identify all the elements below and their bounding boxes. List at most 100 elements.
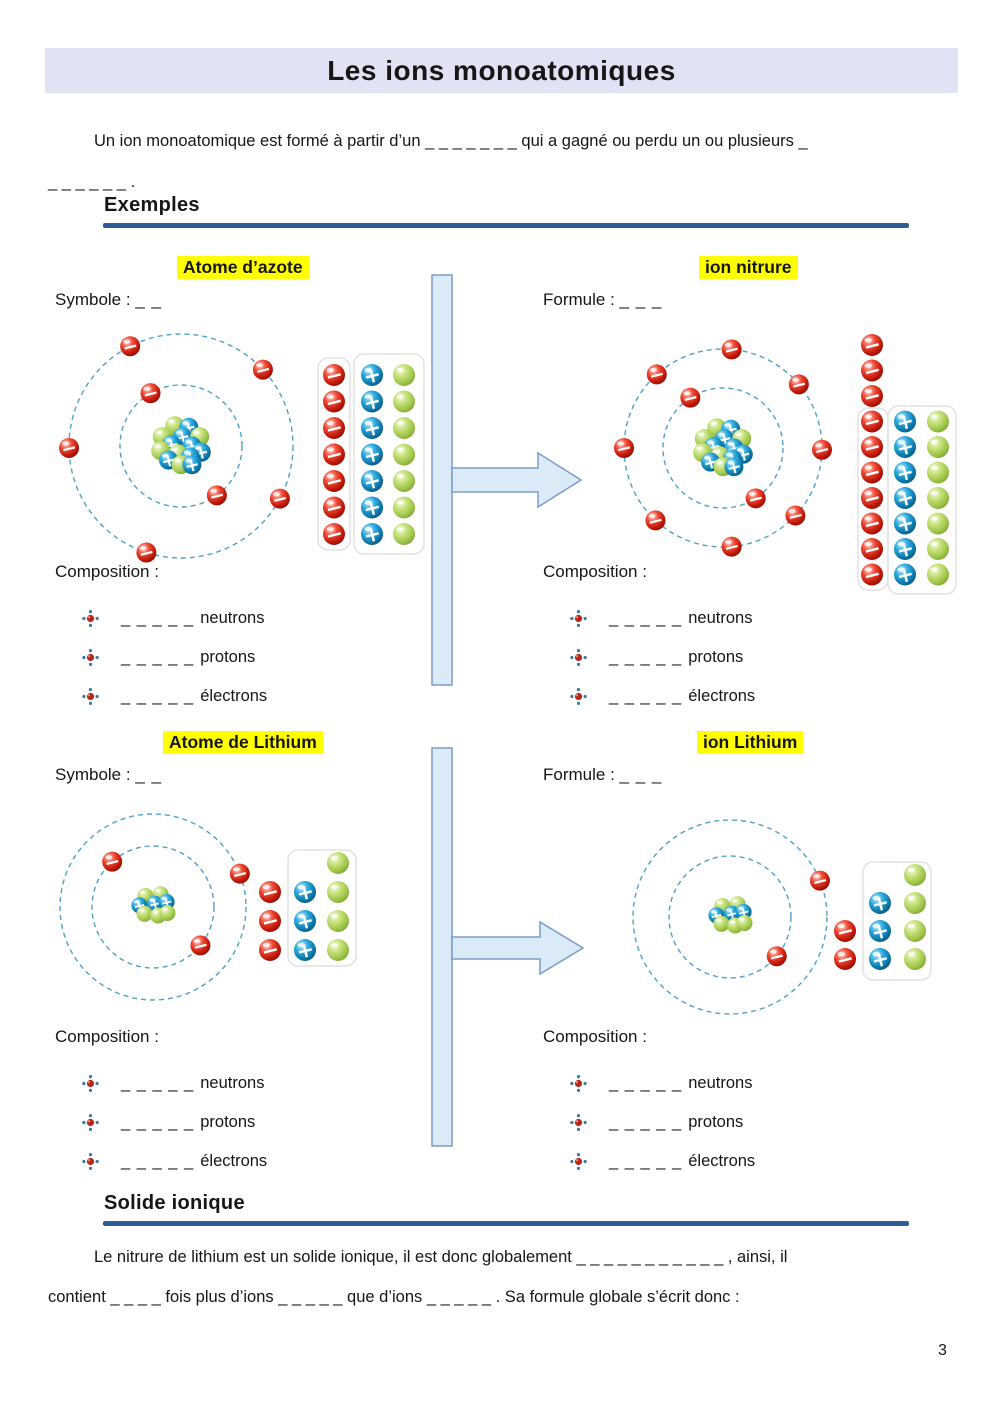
svg-text:−: − — [721, 338, 742, 363]
composition-particle-label: électrons — [200, 1152, 268, 1170]
svg-text:+: + — [894, 536, 917, 564]
neutron-ball — [927, 512, 949, 535]
exemples-heading: Exemples — [104, 194, 200, 216]
svg-text:−: − — [861, 510, 884, 538]
orbit — [59, 813, 247, 1001]
mini-atom-icon — [570, 1152, 587, 1171]
svg-text:−: − — [861, 561, 884, 589]
intro-line-1: Un ion monoatomique est formé à partir d… — [94, 132, 808, 150]
electron-ball: − — [721, 338, 742, 363]
svg-text:−: − — [834, 946, 857, 974]
mini-atom-icon — [570, 1113, 587, 1132]
solide-heading: Solide ionique — [104, 1192, 245, 1214]
svg-text:−: − — [861, 536, 884, 564]
svg-text:+: + — [361, 468, 384, 496]
svg-text:−: − — [323, 362, 346, 390]
neutron-ball — [136, 905, 153, 922]
diagram-atome-azote: ++++++++−−−−−−−−−−−−−−+++++++ — [40, 318, 440, 570]
svg-text:+: + — [361, 441, 384, 469]
electron-ball: − — [270, 487, 291, 512]
svg-text:+: + — [869, 946, 892, 974]
electron-ball: − — [861, 332, 884, 360]
neutron-ball — [327, 881, 349, 903]
mini-atom-icon — [82, 648, 99, 667]
svg-text:−: − — [721, 535, 742, 560]
svg-text:+: + — [361, 521, 384, 549]
composition-row-neutrons: _ _ _ _ _ neutrons — [82, 1064, 267, 1103]
svg-text:−: − — [785, 504, 806, 529]
composition-particle-label: électrons — [200, 687, 268, 705]
field-label: Symbole : — [55, 765, 131, 784]
electron-ball: − — [861, 459, 884, 487]
neutron-ball — [927, 436, 949, 458]
proton-ball: + — [724, 456, 744, 480]
svg-text:−: − — [323, 388, 346, 416]
electron-ball: − — [861, 561, 884, 589]
electron-ball: − — [230, 862, 251, 887]
mini-atom-icon — [570, 1074, 587, 1093]
svg-text:−: − — [253, 358, 274, 383]
orbit — [668, 855, 792, 979]
composition-blank: _ _ _ _ _ — [609, 1152, 683, 1170]
composition-particle-label: neutrons — [688, 609, 753, 627]
neutron-ball — [393, 470, 415, 492]
svg-text:−: − — [861, 485, 884, 513]
svg-text:−: − — [207, 484, 228, 509]
svg-text:−: − — [120, 334, 141, 359]
svg-text:+: + — [294, 908, 317, 936]
electron-ball: − — [721, 535, 742, 560]
field-label: Formule : — [543, 765, 615, 784]
electron-ball: − — [861, 485, 884, 513]
electron-ball: − — [207, 484, 228, 509]
neutron-ball — [904, 892, 926, 914]
electron-ball: − — [253, 358, 274, 383]
svg-text:+: + — [869, 890, 892, 918]
neutron-ball — [736, 914, 753, 931]
svg-text:+: + — [894, 408, 917, 436]
svg-text:−: − — [59, 436, 80, 461]
svg-text:−: − — [834, 918, 857, 946]
svg-text:+: + — [724, 456, 744, 480]
field-label: Symbole : — [55, 290, 131, 309]
composition-row-neutrons: _ _ _ _ _neutrons — [570, 599, 755, 638]
neutron-ball — [904, 864, 926, 886]
electron-ball: − — [323, 362, 346, 390]
svg-text:−: − — [789, 373, 810, 398]
electron-ball: − — [834, 946, 857, 974]
composition-blank: _ _ _ _ _ — [121, 1074, 195, 1092]
composition-particle-label: protons — [200, 1113, 256, 1131]
composition-particle-label: neutrons — [200, 1074, 265, 1092]
electron-ball: − — [767, 944, 788, 969]
mini-atom-icon — [82, 687, 99, 706]
electron-ball: − — [810, 869, 831, 894]
diagram-ion-lithium: +++−−−−+++ — [610, 798, 960, 1026]
proton-ball: + — [869, 918, 892, 946]
proton-ball: + — [894, 510, 917, 538]
electron-ball: − — [785, 504, 806, 529]
electron-ball: − — [259, 908, 282, 936]
proton-ball: + — [894, 459, 917, 487]
neutron-ball — [393, 443, 415, 466]
composition-blank: _ _ _ _ _ — [609, 687, 683, 705]
electron-ball: − — [861, 510, 884, 538]
proton-ball: + — [894, 434, 917, 462]
electron-ball: − — [59, 436, 80, 461]
proton-ball: + — [361, 468, 384, 496]
arrow-azote-to-nitrure — [425, 268, 597, 692]
field-blank: _ _ — [135, 290, 162, 309]
proton-ball: + — [294, 908, 317, 936]
electron-ball: − — [140, 381, 161, 406]
composition-blank: _ _ _ _ _ — [121, 1152, 195, 1170]
neutron-ball — [927, 538, 949, 560]
svg-text:−: − — [323, 494, 346, 522]
svg-text:+: + — [294, 879, 317, 907]
proton-ball: + — [361, 494, 384, 522]
field-symbole-azote: Symbole : _ _ — [55, 290, 162, 310]
svg-text:−: − — [259, 879, 282, 907]
composition-particle-label: protons — [688, 648, 744, 666]
svg-text:−: − — [140, 381, 161, 406]
electron-ball: − — [861, 536, 884, 564]
solide-line-1: Le nitrure de lithium est un solide ioni… — [94, 1248, 788, 1266]
electron-ball: − — [834, 918, 857, 946]
svg-text:−: − — [259, 937, 282, 965]
